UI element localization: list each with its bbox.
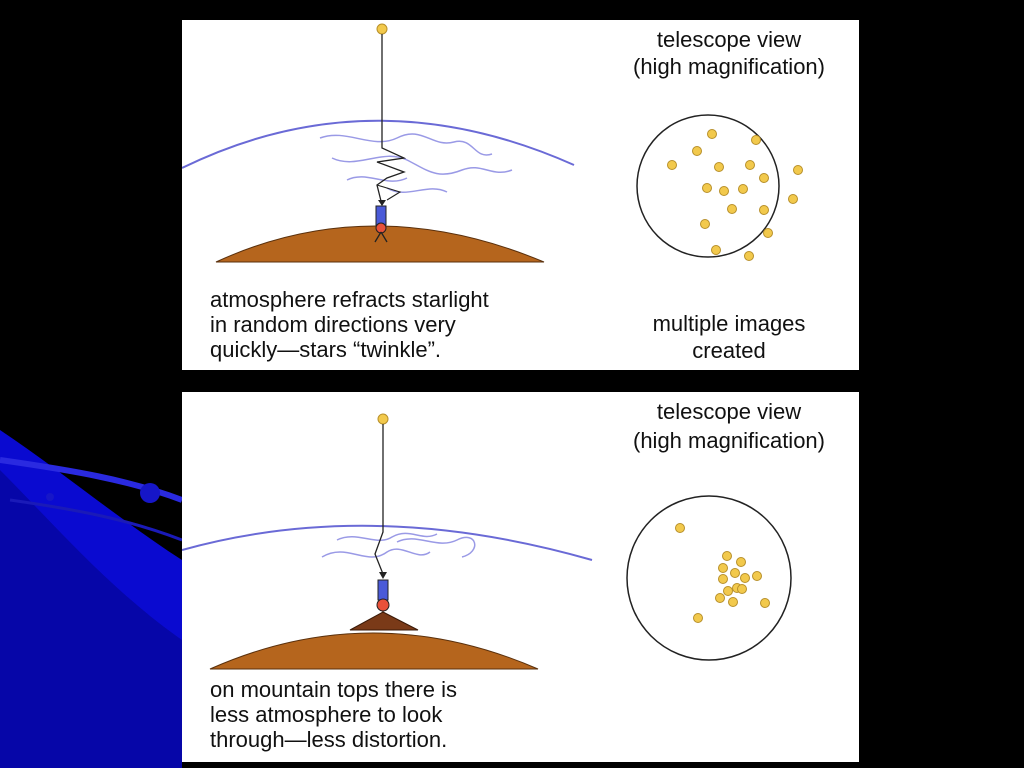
light-arrowhead [379, 572, 387, 579]
turbulence-squiggle [336, 532, 438, 542]
star-image [744, 251, 754, 261]
star-image [714, 162, 724, 172]
star-image [760, 598, 770, 608]
star-image [693, 613, 703, 623]
swoosh-line [0, 457, 184, 503]
star-image [702, 183, 712, 193]
caption-line: atmosphere refracts starlight [210, 287, 489, 312]
result-label: multiple images created [600, 310, 858, 364]
star-image [740, 573, 750, 583]
star-image [723, 586, 733, 596]
star-image [788, 194, 798, 204]
star-image [667, 160, 677, 170]
observer-head [376, 598, 390, 612]
twinkle-diagram-panel: telescope view (high magnification) atmo… [182, 20, 859, 370]
telescope-view-circle [626, 495, 792, 661]
star-image [730, 568, 740, 578]
swoosh-line [9, 498, 183, 542]
star-image [728, 597, 738, 607]
turbulence-squiggle [321, 548, 431, 558]
star-image [737, 584, 747, 594]
caption-line: less atmosphere to look [210, 702, 443, 727]
mountain [349, 611, 419, 631]
telescope [377, 579, 389, 601]
light-ray [376, 34, 407, 206]
twinkle-scene [182, 23, 803, 263]
star-image [707, 129, 717, 139]
swoosh-dot [46, 493, 54, 501]
star-image [719, 186, 729, 196]
star-image [745, 160, 755, 170]
ground [209, 632, 539, 670]
result-line: created [692, 338, 766, 363]
caption: atmosphere refracts starlight in random … [210, 287, 489, 362]
turbulence-squiggle [396, 536, 476, 558]
caption-line: quickly—stars “twinkle”. [210, 337, 442, 362]
star-image [718, 563, 728, 573]
caption-line: in random directions very [210, 312, 456, 337]
star-image [736, 557, 746, 567]
turbulence-squiggle [346, 176, 408, 182]
caption-line: through—less distortion. [210, 727, 448, 752]
turbulence-squiggle [386, 187, 448, 193]
star [376, 23, 388, 35]
telescope-view-subtitle: (high magnification) [633, 54, 825, 79]
star-image [751, 135, 761, 145]
turbulence-squiggle [331, 155, 513, 175]
star-image [738, 184, 748, 194]
tripod [374, 231, 388, 243]
star-images [675, 523, 770, 623]
light-ray [374, 424, 384, 575]
star-image [722, 551, 732, 561]
telescope [375, 205, 387, 226]
star-image [700, 219, 710, 229]
observer-head [375, 222, 387, 234]
telescope-view-title: telescope view [656, 399, 802, 424]
star-image [793, 165, 803, 175]
light-arrowhead [378, 200, 386, 206]
star-image [675, 523, 685, 533]
blue-swoosh-dark [0, 470, 182, 768]
star-image [763, 228, 773, 238]
star-image [759, 205, 769, 215]
star-image [711, 245, 721, 255]
star-image [727, 204, 737, 214]
telescope-view-title: telescope view [656, 27, 802, 52]
caption: on mountain tops there is less atmospher… [210, 677, 457, 752]
star-image [715, 593, 725, 603]
caption-line: on mountain tops there is [210, 677, 458, 702]
star [377, 413, 389, 425]
atmosphere-boundary [182, 119, 575, 169]
star-image [759, 173, 769, 183]
star-image [752, 571, 762, 581]
atmosphere-boundary [182, 524, 593, 561]
light-ray-alt [376, 184, 402, 201]
star-image [692, 146, 702, 156]
swoosh-dot [140, 483, 160, 503]
result-line: multiple images [652, 311, 806, 336]
mountain-scene [182, 413, 792, 670]
star-image [718, 574, 728, 584]
mountain-diagram-panel: telescope view (high magnification) on m… [182, 392, 859, 762]
telescope-view-subtitle: (high magnification) [633, 428, 825, 453]
turbulence-squiggle [319, 133, 493, 156]
star-images [667, 129, 803, 261]
